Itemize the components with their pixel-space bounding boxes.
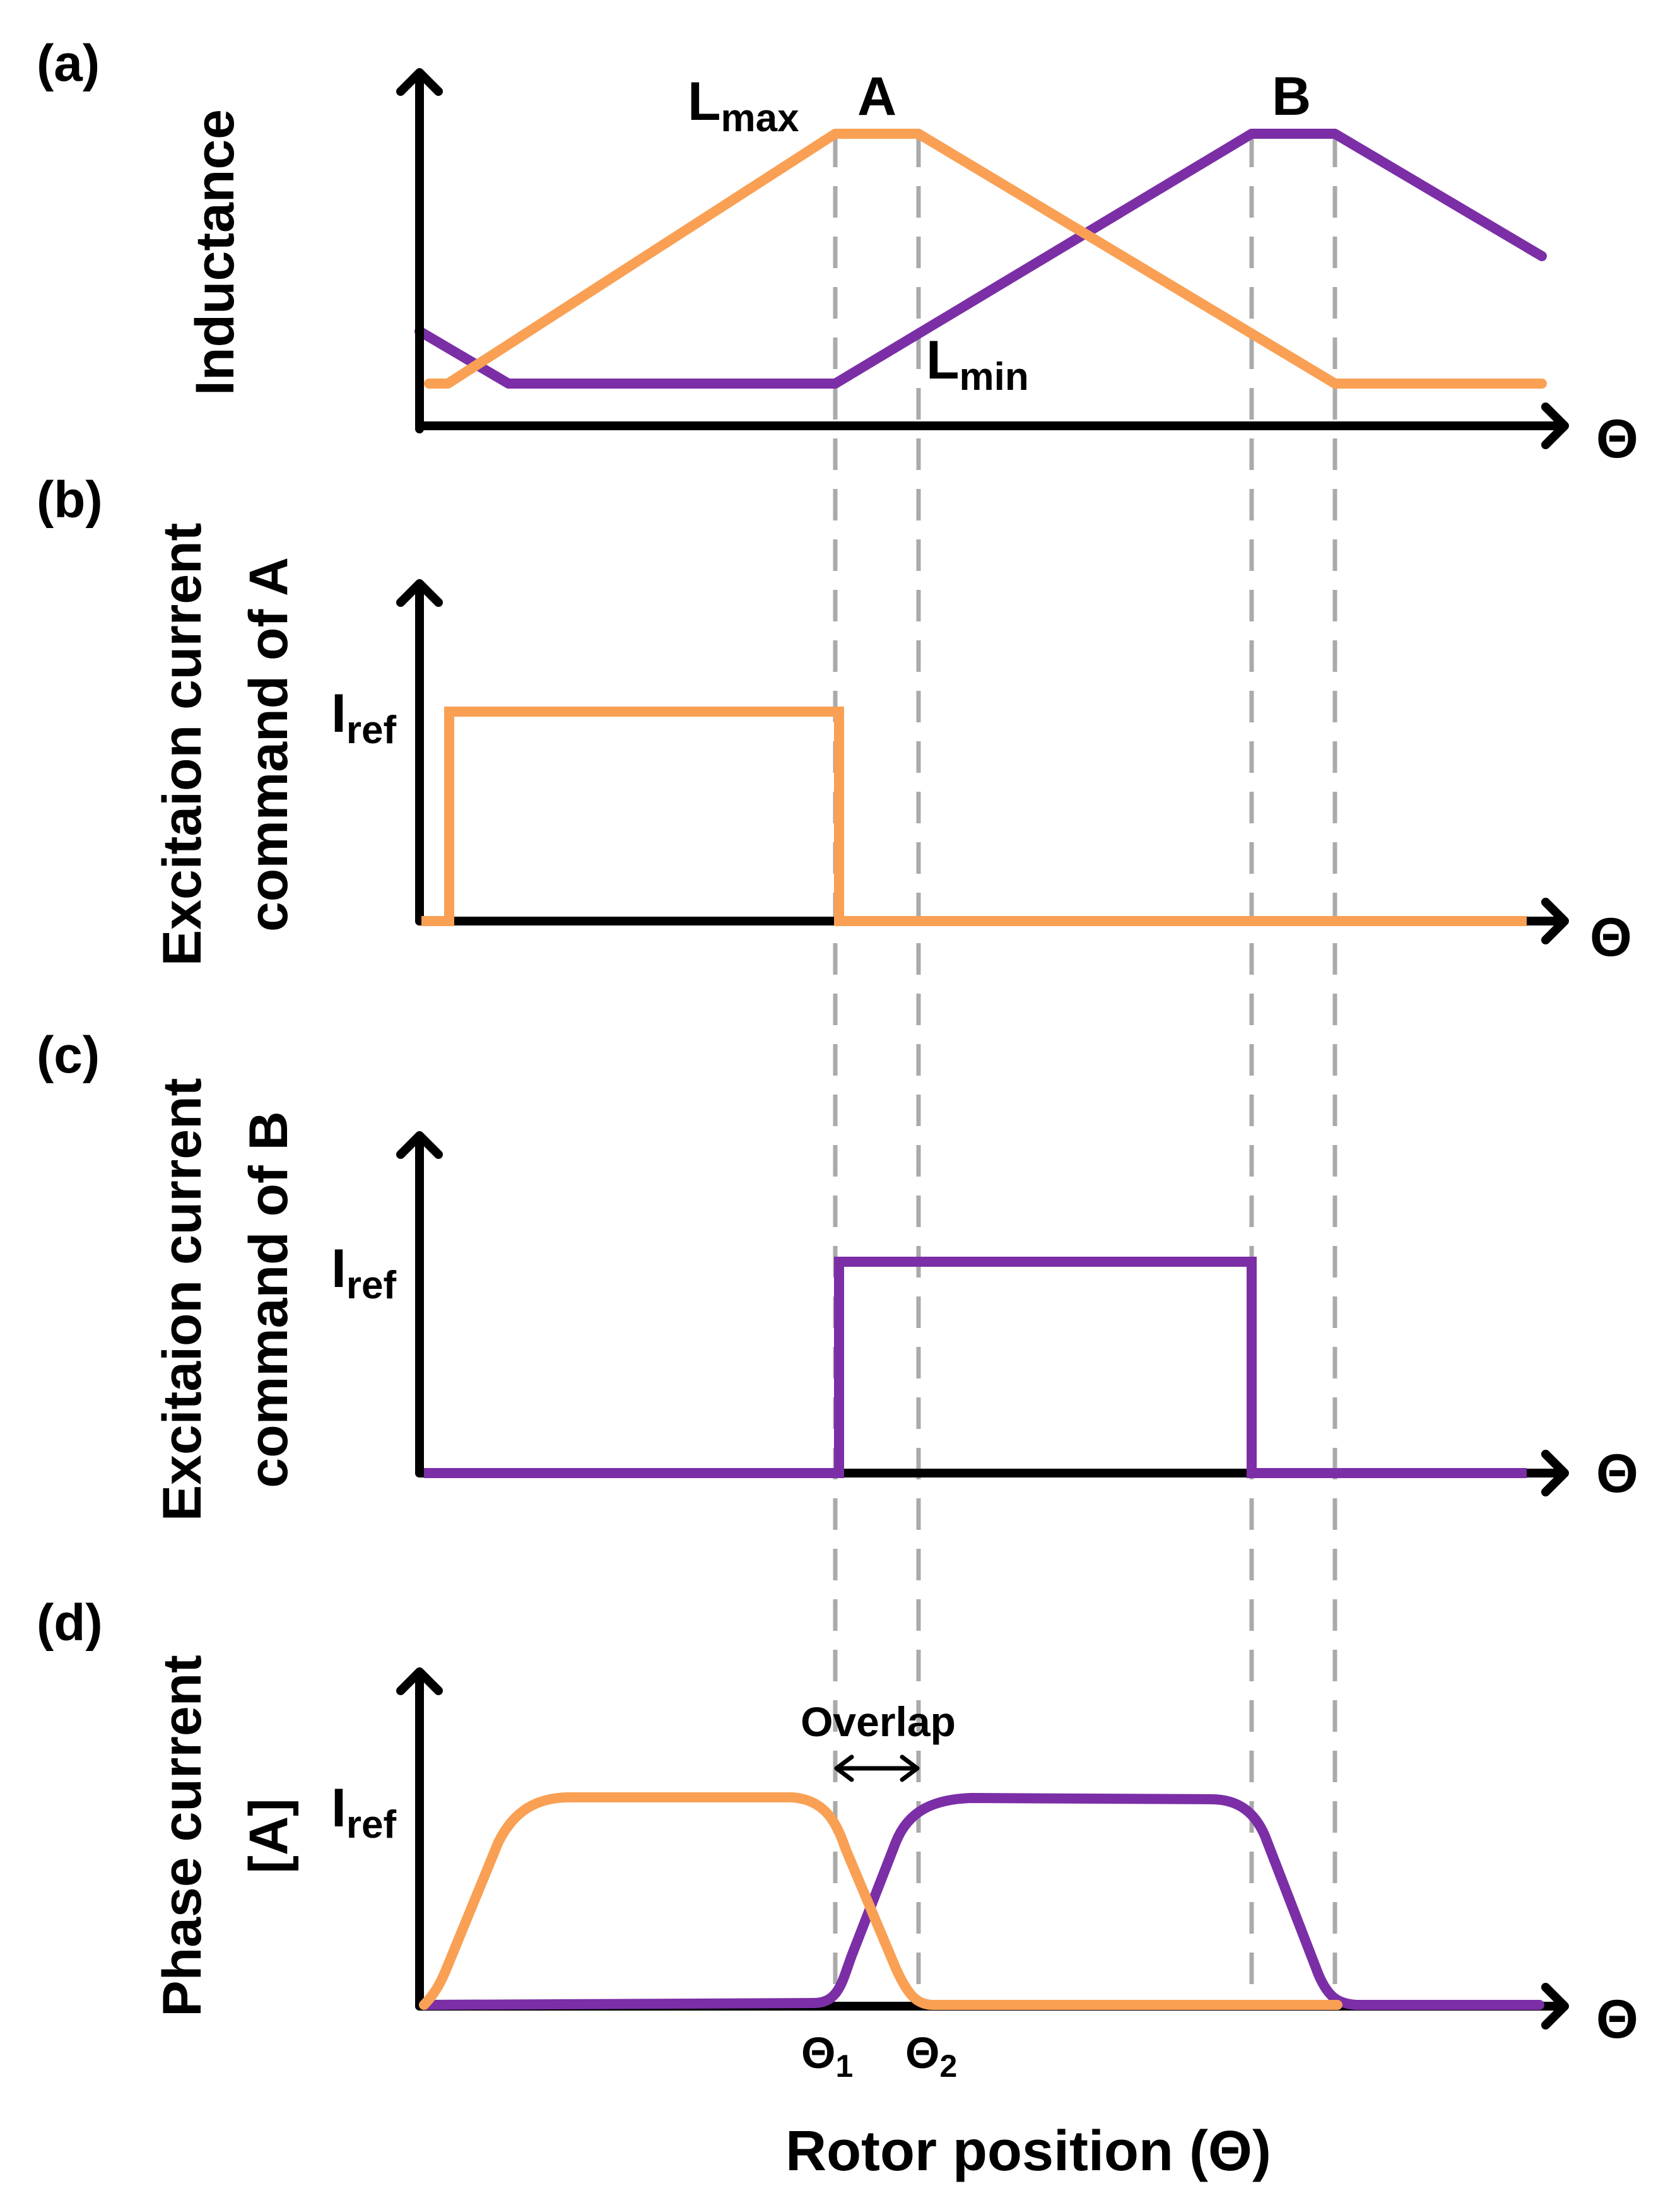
lmin-label: Lmin bbox=[926, 330, 1029, 399]
theta2-label: Θ2 bbox=[905, 2028, 957, 2084]
panel-d-axes bbox=[396, 1667, 1569, 2030]
overlap-label: Overlap bbox=[801, 1698, 956, 1745]
panel-c-theta-label: Θ bbox=[1596, 1443, 1638, 1504]
x-axis-label: Rotor position (Θ) bbox=[785, 2120, 1271, 2183]
inductance-curve-b bbox=[414, 129, 1547, 389]
panel-b-theta-label: Θ bbox=[1590, 907, 1632, 968]
lmax-label: Lmax bbox=[688, 71, 799, 140]
panel-b-tag: (b) bbox=[37, 471, 103, 529]
peak-b-label: B bbox=[1272, 66, 1311, 127]
panel-d-iref-label: Iref bbox=[331, 1778, 397, 1847]
panel-b-ylabel-line2: command of A bbox=[238, 557, 299, 932]
panel-d-ylabel-line1: Phase current bbox=[152, 1655, 213, 2017]
panel-a-ylabel: Inductance bbox=[185, 109, 245, 396]
panel-b: (b) Excitaion current command of A Iref … bbox=[37, 471, 1632, 968]
guide-lines bbox=[833, 136, 1337, 2006]
panel-c-ylabel-line1: Excitaion current bbox=[152, 1078, 213, 1522]
panel-c-tag: (c) bbox=[37, 1026, 100, 1084]
panel-d: (d) Phase current [A] Overlap Iref Θ Θ1 … bbox=[37, 1594, 1638, 2183]
panel-c-axes bbox=[396, 1131, 1569, 1496]
command-a-waveform bbox=[421, 707, 1527, 926]
panel-d-tag: (d) bbox=[37, 1594, 103, 1652]
peak-a-label: A bbox=[857, 66, 896, 127]
overlap-arrow bbox=[834, 1754, 920, 1782]
phase-current-b bbox=[419, 1793, 1544, 2010]
inductance-curve-a bbox=[424, 129, 1547, 389]
panel-c: (c) Excitaion current command of B Iref … bbox=[37, 1026, 1638, 1521]
panel-b-ylabel-line1: Excitaion current bbox=[152, 523, 213, 966]
command-b-waveform bbox=[424, 1257, 1527, 1478]
phase-current-a bbox=[419, 1792, 1342, 2010]
panel-a: (a) Inductance Lmax A B Lmin Θ bbox=[37, 35, 1638, 469]
panel-a-theta-label: Θ bbox=[1596, 409, 1638, 469]
panel-a-axes bbox=[396, 68, 1569, 449]
panel-d-ylabel-line2: [A] bbox=[238, 1798, 299, 1873]
theta1-label: Θ1 bbox=[801, 2028, 853, 2084]
panel-a-tag: (a) bbox=[37, 35, 100, 92]
panel-b-iref-label: Iref bbox=[331, 683, 397, 752]
panel-d-theta-label: Θ bbox=[1596, 1989, 1638, 2050]
panel-c-iref-label: Iref bbox=[331, 1238, 397, 1307]
panel-c-ylabel-line2: command of B bbox=[238, 1111, 299, 1488]
panel-b-axes bbox=[396, 579, 1569, 944]
